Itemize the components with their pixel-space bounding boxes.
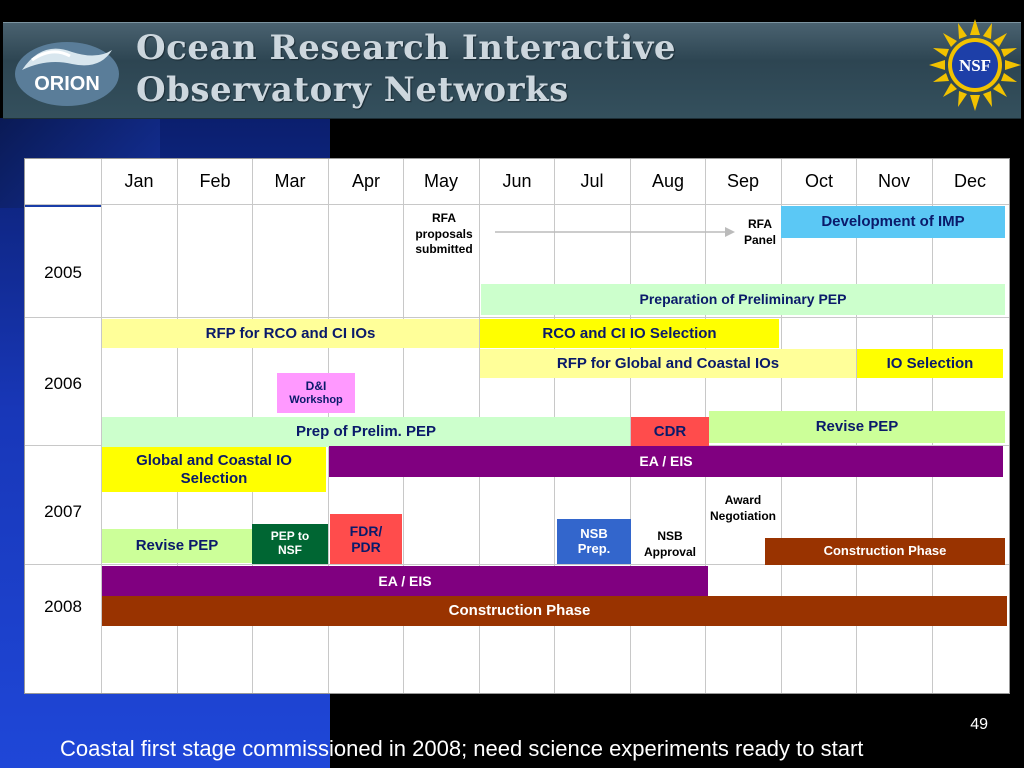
di-workshop-bar: D&I Workshop: [277, 373, 355, 413]
rfa-submitted-note: RFA proposals submitted: [405, 211, 483, 258]
ea-eis-2007-bar: EA / EIS: [329, 446, 1003, 477]
construction-phase-2007-bar: Construction Phase: [765, 538, 1005, 565]
year-2005: 2005: [44, 263, 82, 282]
revise-pep-2006-bar: Revise PEP: [709, 411, 1005, 443]
rco-ci-selection-bar: RCO and CI IO Selection: [480, 319, 779, 348]
grid-line: [25, 317, 1009, 318]
bar-line: PDR: [351, 539, 381, 555]
nsb-prep-bar: NSB Prep.: [557, 519, 631, 564]
year-2007: 2007: [44, 502, 82, 521]
arrow-icon: [495, 227, 735, 237]
note-line: Negotiation: [710, 508, 776, 523]
month-jan: Jan: [124, 171, 154, 191]
bar-line: Workshop: [289, 393, 343, 406]
rfp-rco-ci-bar: RFP for RCO and CI IOs: [102, 319, 479, 348]
bar-line: PEP to: [270, 529, 310, 544]
header-banner: [3, 22, 1021, 119]
global-coastal-selection-bar: Global and Coastal IO Selection: [102, 447, 326, 492]
nsf-logo-text: NSF: [959, 56, 991, 75]
bar-line: FDR/: [349, 522, 383, 539]
year-2008: 2008: [44, 597, 82, 616]
note-line: RFA: [432, 211, 456, 225]
io-selection-bar: IO Selection: [857, 349, 1003, 378]
month-aug: Aug: [651, 171, 685, 191]
slide-caption: Coastal first stage commissioned in 2008…: [60, 736, 864, 761]
pep-to-nsf-bar: PEP to NSF: [252, 524, 328, 564]
note-line: proposals: [415, 226, 473, 241]
award-negotiation-note: Award Negotiation: [705, 493, 781, 524]
month-may: May: [423, 171, 458, 191]
rfp-global-coastal-bar: RFP for Global and Coastal IOs: [480, 349, 856, 378]
note-line: submitted: [415, 242, 473, 257]
ea-eis-2008-bar: EA / EIS: [102, 566, 708, 596]
month-jul: Jul: [580, 171, 604, 191]
bar-line: NSB: [580, 525, 608, 541]
nsf-logo: NSF: [929, 19, 1021, 111]
cdr-bar: CDR: [631, 417, 709, 447]
construction-phase-2008-bar: Construction Phase: [102, 596, 1007, 626]
note-line: NSB: [657, 529, 683, 543]
orion-logo-text: ORION: [34, 73, 100, 95]
schedule-table: Jan Feb Mar Apr May Jun Jul Aug Sep Oct …: [24, 158, 1010, 694]
month-jun: Jun: [502, 171, 532, 191]
preliminary-pep-bar: Preparation of Preliminary PEP: [481, 284, 1005, 315]
grid-line: [101, 159, 102, 693]
fdr-pdr-bar: FDR/ PDR: [330, 514, 402, 564]
note-line: Approval: [643, 544, 696, 559]
month-mar: Mar: [274, 171, 306, 191]
rfa-panel-note: RFA Panel: [735, 217, 785, 248]
month-apr: Apr: [351, 171, 380, 191]
prep-prelim-pep-bar: Prep of Prelim. PEP: [102, 417, 630, 447]
month-oct: Oct: [804, 171, 833, 191]
note-line: RFA: [748, 217, 772, 231]
bar-line: NSF: [278, 543, 302, 557]
month-dec: Dec: [953, 171, 986, 191]
year-2006: 2006: [44, 374, 82, 393]
grid-line: [25, 564, 1009, 565]
development-of-imp-bar: Development of IMP: [781, 206, 1005, 238]
revise-pep-2007-bar: Revise PEP: [102, 529, 252, 563]
month-nov: Nov: [877, 171, 910, 191]
bar-line: D&I: [305, 378, 327, 393]
page-number: 49: [970, 716, 988, 733]
grid-line: [630, 159, 631, 693]
note-line: Award: [724, 493, 762, 507]
orion-logo: ORION: [15, 42, 119, 106]
month-feb: Feb: [199, 171, 231, 191]
title-line-1: Ocean Research Interactive: [136, 28, 677, 68]
title-line-2: Observatory Networks: [136, 70, 569, 110]
grid-line: [25, 204, 1009, 205]
corner-cell: [25, 159, 101, 207]
month-sep: Sep: [726, 171, 760, 191]
bar-line: Prep.: [577, 540, 611, 556]
note-line: Panel: [743, 232, 776, 247]
nsb-approval-note: NSB Approval: [633, 529, 707, 560]
